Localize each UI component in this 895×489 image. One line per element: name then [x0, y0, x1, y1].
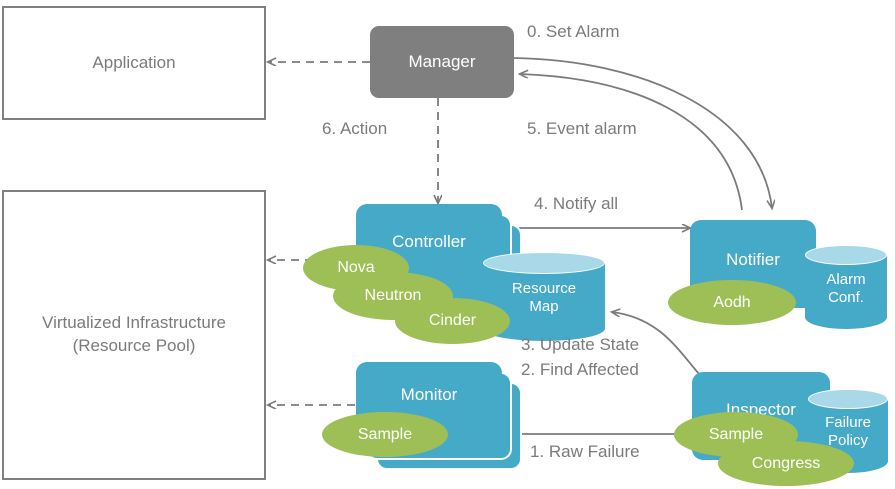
- failure-policy-top: [808, 389, 888, 409]
- infrastructure-label-line1: Virtualized Infrastructure: [42, 313, 226, 333]
- flow-label-update-state: 3. Update State: [521, 335, 640, 354]
- flow-label-notify-all: 4. Notify all: [534, 194, 619, 213]
- tag-cinder-label: Cinder: [428, 312, 477, 329]
- alarm-conf-datastore[interactable]: Alarm Conf.: [805, 245, 887, 330]
- notifier-label: Notifier: [726, 250, 780, 269]
- alarm-conf-label-line1: Alarm: [826, 271, 866, 288]
- manager-label: Manager: [408, 52, 476, 71]
- alarm-conf-body: [805, 255, 887, 329]
- tag-sample-monitor-label: Sample: [357, 425, 413, 443]
- alarm-conf-label-line2: Conf.: [828, 288, 864, 306]
- resource-map-label-line1: Resource: [511, 280, 577, 297]
- failure-policy-label-line1: Failure: [825, 414, 871, 431]
- resource-map-top: [483, 252, 605, 274]
- alarm-conf-top: [805, 245, 887, 265]
- monitor-label: Monitor: [400, 385, 458, 404]
- resource-map-label-line2: Map: [529, 297, 559, 315]
- failure-policy-label-line2: Policy: [827, 431, 868, 449]
- tag-sample-monitor[interactable]: Sample: [322, 412, 448, 457]
- resource-map-label: Resource Map: [483, 280, 605, 315]
- infrastructure-label-line2: (Resource Pool): [72, 336, 196, 355]
- tag-aodh[interactable]: Aodh: [668, 280, 796, 325]
- flow-label-find-affected: 2. Find Affected: [521, 360, 639, 379]
- tag-neutron-label: Neutron: [364, 287, 422, 304]
- flow-label-raw-failure: 1. Raw Failure: [530, 442, 640, 461]
- flow-label-set-alarm: 0. Set Alarm: [527, 22, 620, 41]
- flow-label-event-alarm: 5. Event alarm: [527, 119, 637, 138]
- application-box: Application: [2, 6, 266, 120]
- tag-aodh-label: Aodh: [713, 293, 751, 311]
- alarm-conf-label: Alarm Conf.: [805, 271, 887, 306]
- tag-nova-label: Nova: [337, 259, 375, 276]
- flow-label-action: 6. Action: [322, 119, 388, 138]
- manager-node[interactable]: Manager: [370, 26, 514, 98]
- virtualized-infrastructure-box: Virtualized Infrastructure (Resource Poo…: [2, 190, 266, 480]
- application-label: Application: [92, 52, 176, 72]
- tag-congress[interactable]: Congress: [718, 441, 854, 486]
- failure-policy-label: Failure Policy: [808, 414, 888, 449]
- tag-cinder[interactable]: Cinder: [395, 298, 510, 344]
- controller-label: Controller: [392, 232, 466, 251]
- resource-map-datastore[interactable]: Resource Map: [483, 252, 605, 342]
- tag-sample-inspector-label: Sample: [708, 425, 764, 443]
- tag-congress-label: Congress: [751, 454, 821, 472]
- connector-event-alarm: [520, 74, 743, 211]
